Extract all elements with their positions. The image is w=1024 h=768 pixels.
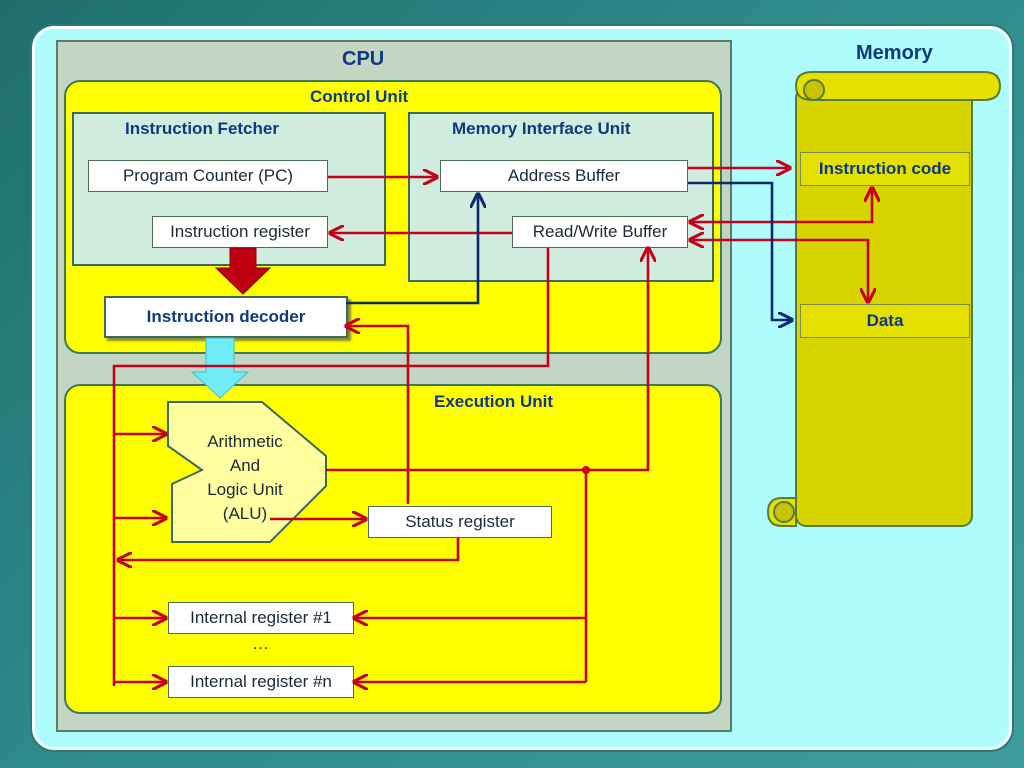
alu-label-line3: Logic Unit: [207, 480, 283, 499]
alu-label-line1: Arithmetic: [207, 432, 283, 451]
control-unit-title: Control Unit: [310, 87, 409, 106]
alu-label: Arithmetic And Logic Unit (ALU): [180, 430, 310, 526]
memory-data: Data: [800, 304, 970, 338]
fetch-to-decoder-arrow: [214, 247, 272, 295]
internal-register-n: Internal register #n: [168, 666, 354, 698]
program-counter: Program Counter (PC): [88, 160, 328, 192]
address-buffer: Address Buffer: [440, 160, 688, 192]
execution-unit-title: Execution Unit: [434, 392, 554, 411]
memory-instruction-code: Instruction code: [800, 152, 970, 186]
read-write-buffer: Read/Write Buffer: [512, 216, 688, 248]
alu-label-line4: (ALU): [222, 504, 268, 523]
memory-interface-unit-title: Memory Interface Unit: [452, 119, 631, 138]
instruction-register: Instruction register: [152, 216, 328, 248]
instruction-fetcher-title: Instruction Fetcher: [125, 119, 279, 138]
status-register: Status register: [368, 506, 552, 538]
cpu-title: CPU: [342, 48, 385, 70]
memory-title: Memory: [856, 42, 933, 64]
instruction-decoder: Instruction decoder: [104, 296, 348, 338]
alu-label-line2: And: [229, 456, 261, 475]
decoder-to-alu-arrow: [190, 337, 250, 399]
alu-block: [167, 401, 327, 543]
register-ellipsis: …: [252, 634, 269, 653]
internal-register-1: Internal register #1: [168, 602, 354, 634]
memory-scroll: [766, 71, 1002, 527]
